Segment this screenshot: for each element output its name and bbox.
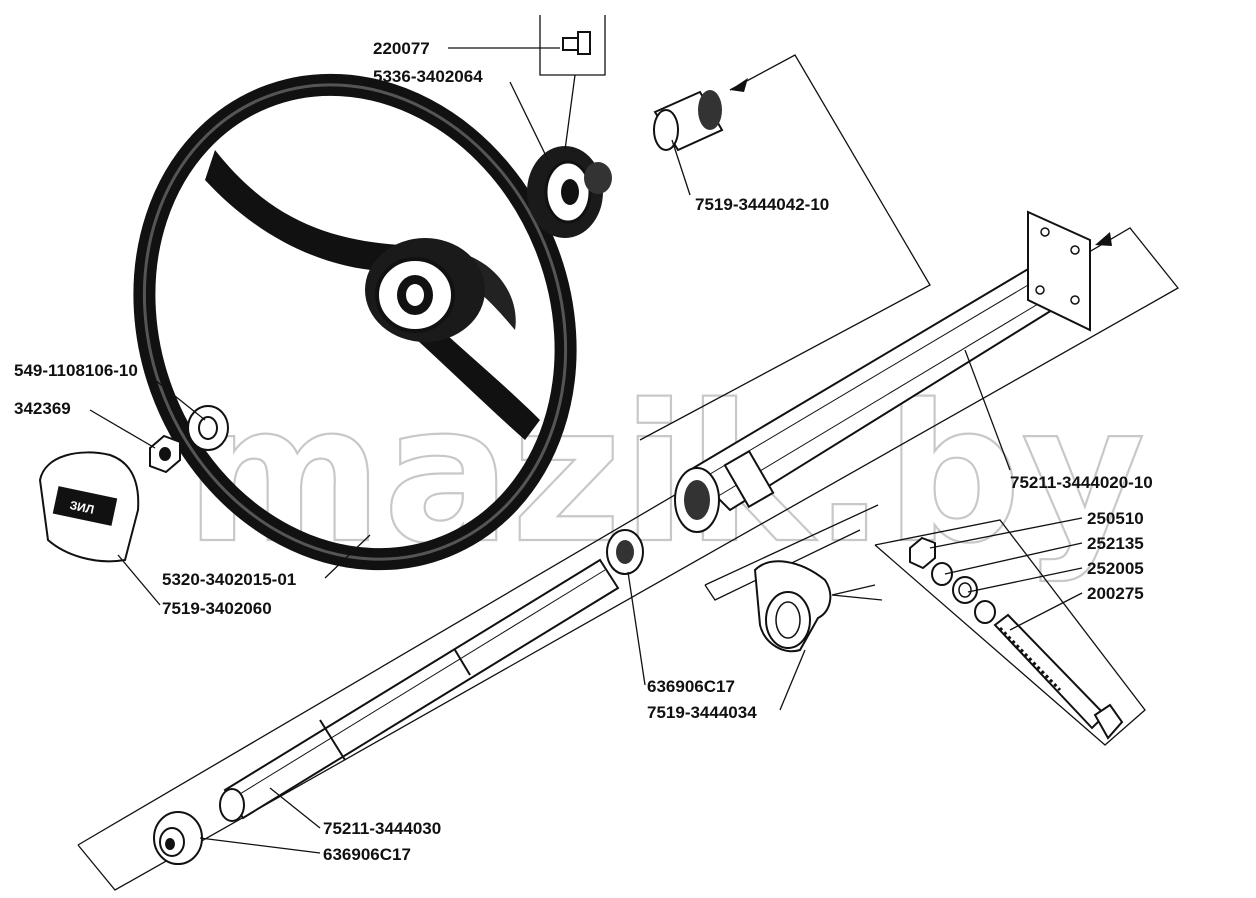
label-636906c17-lower: 636906C17 bbox=[323, 845, 411, 864]
horn-button bbox=[527, 146, 612, 238]
label-200275: 200275 bbox=[1087, 584, 1144, 603]
bushing bbox=[653, 90, 724, 152]
arrow-icon bbox=[1095, 232, 1112, 246]
label-342369: 342369 bbox=[14, 399, 71, 418]
bearing-lower bbox=[153, 811, 203, 865]
label-220077: 220077 bbox=[373, 39, 430, 58]
arrow-markers bbox=[730, 78, 1112, 246]
label-75211-3444020-10: 75211-3444020-10 bbox=[1010, 473, 1153, 492]
bolt-set bbox=[909, 536, 1124, 740]
leader-lines bbox=[89, 47, 1083, 854]
part-labels: 220077 5336-3402064 7519-3444042-10 549-… bbox=[14, 39, 1153, 864]
label-252135: 252135 bbox=[1087, 534, 1144, 553]
label-7519-3402060: 7519-3402060 bbox=[162, 599, 272, 618]
washer-and-nut bbox=[149, 405, 229, 474]
label-252005: 252005 bbox=[1087, 559, 1144, 578]
emblem-cover: ЗИЛ bbox=[38, 451, 140, 563]
label-7519-3444034: 7519-3444034 bbox=[647, 703, 757, 722]
label-636906c17-upper: 636906C17 bbox=[647, 677, 735, 696]
label-250510: 250510 bbox=[1087, 509, 1144, 528]
label-7519-3444042-10: 7519-3444042-10 bbox=[695, 195, 829, 214]
label-75211-3444030: 75211-3444030 bbox=[323, 819, 441, 838]
label-5336-3402064: 5336-3402064 bbox=[373, 67, 483, 86]
label-5320-3402015-01: 5320-3402015-01 bbox=[162, 570, 296, 589]
steering-wheel bbox=[133, 73, 577, 571]
steering-shaft bbox=[219, 558, 620, 822]
label-549-1108106-10: 549-1108106-10 bbox=[14, 361, 138, 380]
arrow-icon bbox=[730, 78, 748, 92]
bolt-220077 bbox=[562, 31, 591, 55]
lever-bracket bbox=[753, 560, 832, 653]
bearing-upper bbox=[606, 529, 644, 575]
column-tube bbox=[674, 210, 1091, 533]
emblem-text: ЗИЛ bbox=[68, 498, 95, 517]
